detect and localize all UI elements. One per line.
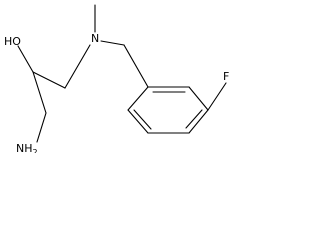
amine-n-label: N	[91, 32, 99, 45]
bonds	[17, 4, 227, 143]
bond-ch2-ring	[123, 44, 149, 88]
fluorine-label: F	[223, 70, 229, 83]
amino-n-text: NH	[16, 142, 33, 153]
atom-labels: HO N F NH2	[4, 32, 229, 153]
bond-ring-5	[127, 109, 149, 134]
structure-diagram: HO N F NH2	[4, 4, 229, 153]
bond-ring-2	[188, 86, 209, 111]
amino-subscript: 2	[33, 148, 38, 153]
bond-ring-3	[188, 109, 209, 134]
bond-ring-double-left	[133, 109, 152, 130]
bond-c2-c3	[32, 71, 66, 89]
bond-ring-double-right	[185, 109, 203, 129]
molecule-canvas: HO N F NH2	[4, 4, 229, 153]
bond-ho-c2	[17, 45, 34, 73]
bond-n-ch2	[100, 40, 125, 46]
bond-c1-nh2	[36, 112, 47, 143]
bond-ring-f	[207, 82, 227, 111]
hydroxyl-label: HO	[4, 35, 21, 48]
bond-c3-n	[64, 44, 91, 89]
bond-ring-6	[127, 86, 149, 111]
amino-label: NH2	[16, 142, 38, 153]
bond-c2-c1	[32, 71, 47, 114]
